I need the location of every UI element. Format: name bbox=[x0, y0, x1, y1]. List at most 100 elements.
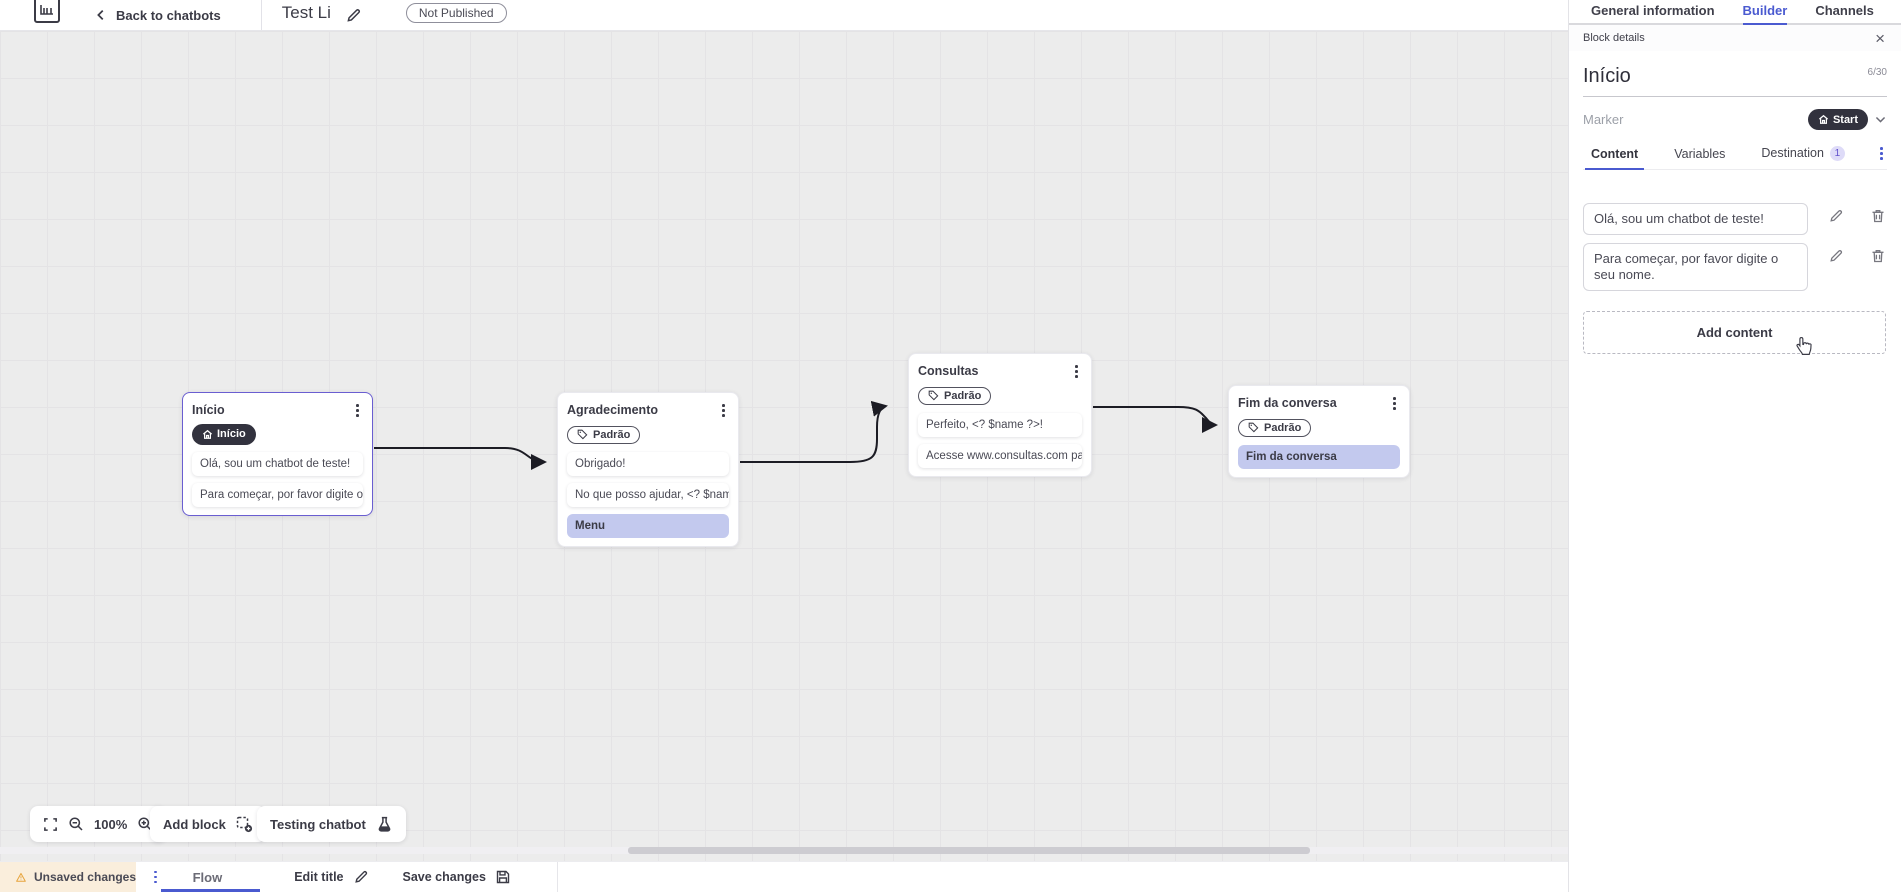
flow-card[interactable]: No que posso ajudar, <? $name ... bbox=[567, 483, 729, 508]
tab-variables[interactable]: Variables bbox=[1668, 147, 1731, 170]
marker-label: Marker bbox=[1583, 112, 1624, 127]
connector-inicio-agradecimento bbox=[374, 447, 547, 470]
add-content-button[interactable]: Add content bbox=[1583, 310, 1886, 354]
tab-variables-label: Variables bbox=[1674, 146, 1726, 161]
top-bar: Back to chatbots Test Li Not Published bbox=[0, 0, 1568, 31]
edit-content-icon[interactable] bbox=[1828, 208, 1844, 224]
block-title: Consultas bbox=[918, 364, 979, 378]
flow-connections bbox=[374, 400, 1218, 470]
chevron-left-icon bbox=[97, 10, 104, 20]
content-item-row: Para começar, por favor digite o seu nom… bbox=[1583, 242, 1887, 291]
flow-canvas[interactable]: Início Início Olá, sou um chatbot de tes… bbox=[0, 31, 1568, 861]
tab-builder[interactable]: Builder bbox=[1742, 3, 1788, 25]
tag-pill: Padrão bbox=[918, 386, 992, 405]
home-icon bbox=[1818, 114, 1828, 124]
logo-glyph bbox=[40, 5, 53, 15]
flow-block-inicio[interactable]: Início Início Olá, sou um chatbot de tes… bbox=[182, 392, 373, 516]
panel-tabs-row: Content Variables Destination 1 bbox=[1583, 144, 1887, 170]
start-marker-label: Início bbox=[217, 428, 246, 441]
add-block-icon bbox=[236, 816, 252, 832]
flow-card[interactable]: Para começar, por favor digite o ... bbox=[192, 482, 363, 507]
tab-flow[interactable]: Flow bbox=[160, 862, 261, 892]
tag-icon bbox=[1248, 422, 1259, 433]
panel-menu-button[interactable] bbox=[1876, 144, 1887, 163]
home-icon bbox=[202, 429, 213, 439]
bottom-bar: Unsaved changes Flow Edit title Save cha… bbox=[0, 861, 1568, 892]
edit-chatbot-title-button[interactable] bbox=[345, 7, 362, 24]
edit-content-icon[interactable] bbox=[1828, 248, 1844, 264]
flow-card[interactable]: Perfeito, <? $name ?>! bbox=[918, 413, 1082, 438]
unsaved-changes-label: Unsaved changes bbox=[33, 870, 136, 884]
block-name-input[interactable]: Início bbox=[1583, 65, 1631, 87]
horizontal-scrollbar-track[interactable] bbox=[0, 847, 1568, 854]
horizontal-scrollbar-thumb[interactable] bbox=[628, 847, 1310, 854]
marker-value-label: Start bbox=[1832, 113, 1858, 126]
zoom-controls: 100% bbox=[30, 806, 167, 842]
back-label: Back to chatbots bbox=[116, 7, 221, 23]
block-title: Agradecimento bbox=[567, 403, 658, 417]
flow-card[interactable]: Acesse www.consultas.com par... bbox=[918, 444, 1082, 469]
content-text-field[interactable]: Olá, sou um chatbot de teste! bbox=[1583, 202, 1808, 235]
flow-tab-label: Flow bbox=[192, 869, 223, 885]
back-to-chatbots-button[interactable]: Back to chatbots bbox=[94, 8, 221, 23]
tab-general-information[interactable]: General information bbox=[1591, 3, 1715, 18]
connector-consultas-fim bbox=[1093, 406, 1218, 433]
edit-title-label: Edit title bbox=[294, 870, 344, 884]
tag-label: Padrão bbox=[1264, 421, 1302, 434]
fit-view-icon[interactable] bbox=[43, 817, 58, 832]
content-text-field[interactable]: Para começar, por favor digite o seu nom… bbox=[1583, 242, 1808, 291]
add-block-button[interactable]: Add block bbox=[150, 806, 266, 842]
flask-icon bbox=[378, 816, 391, 832]
flow-block-agradecimento[interactable]: Agradecimento Padrão Obrigado! No que po… bbox=[557, 392, 739, 548]
warning-icon bbox=[16, 872, 26, 882]
delete-content-icon[interactable] bbox=[1870, 208, 1886, 224]
tag-label: Padrão bbox=[593, 428, 631, 441]
flow-card[interactable]: Obrigado! bbox=[567, 452, 729, 477]
flow-tab-underline bbox=[160, 889, 261, 892]
chevron-down-icon[interactable] bbox=[1874, 113, 1887, 126]
marker-start-pill[interactable]: Start bbox=[1807, 109, 1868, 130]
content-item-row: Olá, sou um chatbot de teste! bbox=[1583, 202, 1887, 235]
flow-card-menu[interactable]: Fim da conversa bbox=[1238, 445, 1400, 470]
marker-row: Marker Start bbox=[1583, 109, 1887, 130]
testing-chatbot-button[interactable]: Testing chatbot bbox=[257, 806, 406, 842]
block-details-title: Block details bbox=[1583, 32, 1645, 44]
tab-destination-label: Destination bbox=[1761, 146, 1824, 161]
close-icon[interactable]: × bbox=[1875, 28, 1885, 48]
flow-card[interactable]: Olá, sou um chatbot de teste! bbox=[192, 451, 363, 476]
pencil-icon bbox=[347, 8, 360, 22]
block-menu-button[interactable] bbox=[718, 401, 729, 420]
topbar-divider bbox=[260, 0, 262, 30]
connector-agradecimento-consultas bbox=[740, 400, 888, 463]
save-changes-label: Save changes bbox=[402, 870, 486, 884]
flow-menu-button[interactable] bbox=[150, 868, 161, 887]
block-menu-button[interactable] bbox=[1389, 394, 1400, 413]
flow-block-consultas[interactable]: Consultas Padrão Perfeito, <? $name ?>! … bbox=[908, 353, 1092, 478]
edit-title-button[interactable]: Edit title bbox=[294, 869, 368, 885]
flow-block-fim-da-conversa[interactable]: Fim da conversa Padrão Fim da conversa bbox=[1228, 385, 1410, 479]
save-icon bbox=[496, 870, 510, 884]
tag-pill: Padrão bbox=[567, 425, 641, 444]
tab-content-label: Content bbox=[1591, 146, 1639, 161]
zoom-level: 100% bbox=[94, 816, 128, 832]
pencil-icon bbox=[354, 871, 367, 883]
block-name-row: Início 6/30 bbox=[1583, 65, 1887, 97]
testing-chatbot-label: Testing chatbot bbox=[270, 816, 366, 832]
start-marker-pill: Início bbox=[192, 423, 256, 445]
unsaved-changes-indicator: Unsaved changes bbox=[0, 862, 136, 892]
block-menu-button[interactable] bbox=[352, 401, 363, 420]
block-details-panel: General information Builder Channels Blo… bbox=[1568, 0, 1901, 892]
tab-content[interactable]: Content bbox=[1585, 146, 1645, 170]
zoom-out-icon[interactable] bbox=[68, 816, 84, 832]
delete-content-icon[interactable] bbox=[1870, 248, 1886, 264]
bottombar-divider bbox=[556, 862, 558, 892]
save-changes-button[interactable]: Save changes bbox=[403, 869, 511, 885]
block-title: Início bbox=[192, 403, 225, 417]
tag-icon bbox=[928, 390, 939, 401]
tab-destination[interactable]: Destination 1 bbox=[1755, 145, 1851, 170]
tab-channels[interactable]: Channels bbox=[1815, 3, 1874, 18]
block-menu-button[interactable] bbox=[1071, 362, 1082, 381]
builder-nav-tabs: General information Builder Channels bbox=[1569, 0, 1901, 25]
app-logo bbox=[34, 0, 60, 23]
flow-card-menu[interactable]: Menu bbox=[567, 514, 729, 539]
